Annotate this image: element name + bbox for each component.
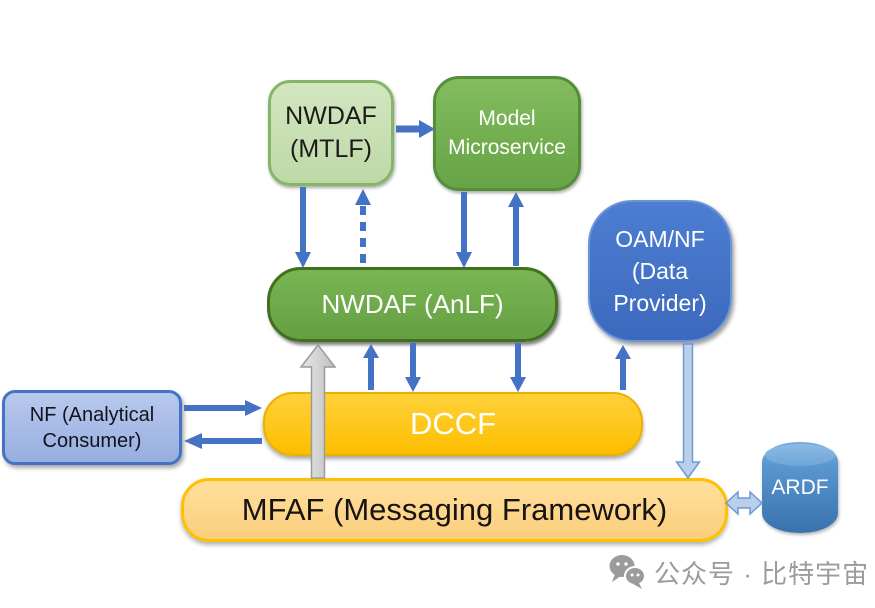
- arrow-anlf-to-mtlf-dashed: [355, 189, 371, 263]
- watermark-text: 公众号 · 比特宇宙: [654, 558, 870, 589]
- node-nf-analytical-consumer-label: NF (Analytical Consumer): [29, 403, 155, 452]
- arrow-nf-to-dccf: [184, 400, 262, 416]
- arrow-model-to-anlf: [456, 192, 472, 268]
- node-model-microservice: Model Microservice: [433, 76, 581, 191]
- node-ardf-label: ARDF: [771, 475, 829, 499]
- arrow-anlf-to-model: [508, 192, 524, 266]
- node-nwdaf-anlf-label: NWDAF (AnLF): [321, 289, 504, 319]
- arrow-dccf-to-anlf: [363, 344, 379, 390]
- node-mfaf-label: MFAF (Messaging Framework): [241, 492, 668, 527]
- arrow-mtlf-to-model: [396, 120, 435, 138]
- arrow-anlf-to-dccf-1: [405, 343, 421, 392]
- arrow-mfaf-ardf-double: [724, 490, 764, 516]
- node-dccf-label: DCCF: [409, 406, 497, 441]
- node-dccf: DCCF: [263, 392, 643, 456]
- node-oam-nf-data-provider: OAM/NF (Data Provider): [588, 200, 732, 342]
- wechat-icon: [609, 555, 646, 589]
- arrow-anlf-to-dccf-2: [510, 343, 526, 392]
- node-nwdaf-anlf: NWDAF (AnLF): [267, 267, 558, 342]
- arrow-mtlf-to-anlf: [295, 187, 311, 268]
- arrow-dccf-to-oam: [615, 345, 631, 390]
- node-mfaf-messaging-framework: MFAF (Messaging Framework): [181, 478, 728, 542]
- arrow-oam-to-mfaf: [675, 343, 701, 480]
- node-oam-nf-label: OAM/NF (Data Provider): [613, 225, 707, 317]
- watermark: 公众号 · 比特宇宙: [608, 553, 869, 591]
- arrow-dccf-to-nf: [184, 433, 262, 449]
- node-ardf-database-cylinder: ARDF: [762, 442, 838, 533]
- node-nwdaf-mtlf: NWDAF (MTLF): [268, 80, 394, 186]
- node-model-microservice-label: Model Microservice: [448, 107, 566, 159]
- node-nwdaf-mtlf-label: NWDAF (MTLF): [285, 102, 377, 163]
- node-nf-analytical-consumer: NF (Analytical Consumer): [2, 390, 182, 465]
